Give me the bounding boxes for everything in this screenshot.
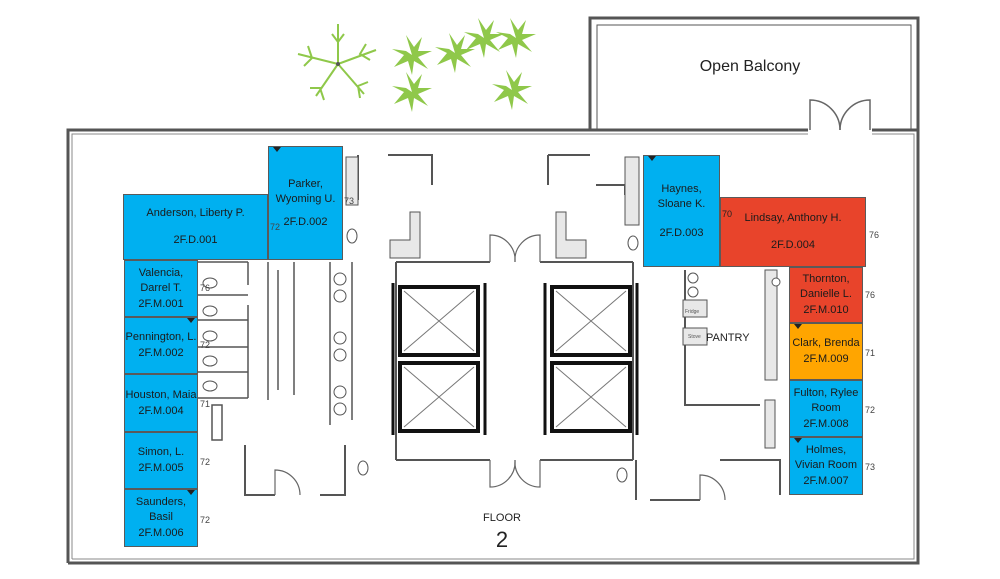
balcony-label: Open Balcony <box>699 58 801 75</box>
fridge-label: Fridge <box>685 309 700 315</box>
seat-count-saunders: 72 <box>200 515 211 525</box>
door-icon <box>274 234 726 501</box>
room-saunders[interactable]: Saunders, Basil 2F.M.006 <box>124 489 198 547</box>
marker-icon <box>187 318 195 323</box>
balcony-outline <box>588 16 920 130</box>
seat-count-houston: 71 <box>200 399 211 409</box>
toilet-icon <box>202 277 218 392</box>
marker-icon <box>273 147 281 152</box>
seat-count-haynes: 70 <box>722 209 733 219</box>
room-code: 2F.M.001 <box>138 297 184 310</box>
exterior-wall <box>66 128 920 565</box>
seat-count-lindsay: 76 <box>869 230 880 240</box>
elevator-icon <box>398 285 632 433</box>
floor-number: 2 <box>495 527 509 552</box>
room-name: Pennington, L. <box>125 331 197 343</box>
room-name: Fulton, Rylee Room <box>793 386 859 414</box>
desk-name: Parker, Wyoming U. <box>275 177 336 205</box>
seat-count-simon: 72 <box>200 457 211 467</box>
seat-count-thornton: 76 <box>865 290 876 300</box>
desk-lindsay[interactable]: Lindsay, Anthony H. 2F.D.004 <box>720 197 866 267</box>
room-name: Thornton, Danielle L. <box>800 273 852 300</box>
room-code: 2F.M.005 <box>138 462 184 474</box>
desk-name: Lindsay, Anthony H. <box>744 212 842 224</box>
sink-icon <box>333 228 639 483</box>
room-name: Clark, Brenda <box>792 337 860 349</box>
stove-label: Stove <box>688 334 701 340</box>
room-code: 2F.M.009 <box>803 353 849 365</box>
marker-icon <box>648 156 656 161</box>
room-code: 2F.M.008 <box>803 417 849 430</box>
seat-count-anderson: 72 <box>270 222 281 232</box>
room-code: 2F.M.010 <box>803 304 849 316</box>
marker-icon <box>794 324 802 329</box>
room-clark[interactable]: Clark, Brenda 2F.M.009 <box>789 323 863 380</box>
room-houston[interactable]: Houston, Maia 2F.M.004 <box>124 374 198 432</box>
room-name: Holmes, Vivian Room <box>794 444 858 471</box>
marker-icon <box>794 438 802 443</box>
room-code: 2F.M.007 <box>803 475 849 487</box>
room-valencia[interactable]: Valencia, Darrel T. 2F.M.001 <box>124 260 198 317</box>
balcony-door-icon <box>809 99 871 131</box>
tree-icon <box>297 24 377 101</box>
marker-icon <box>187 490 195 495</box>
desk-code: 2F.D.002 <box>283 215 328 228</box>
seat-count-parker: 73 <box>344 196 355 206</box>
room-name: Houston, Maia <box>125 388 197 401</box>
room-holmes[interactable]: Holmes, Vivian Room 2F.M.007 <box>789 437 863 495</box>
room-simon[interactable]: Simon, L. 2F.M.005 <box>124 432 198 489</box>
seat-count-valencia: 76 <box>200 283 211 293</box>
desk-anderson[interactable]: Anderson, Liberty P. 2F.D.001 <box>123 194 268 260</box>
pantry-label: PANTRY <box>706 332 750 344</box>
room-code: 2F.M.004 <box>138 404 184 417</box>
room-thornton[interactable]: Thornton, Danielle L. 2F.M.010 <box>789 267 863 323</box>
desk-name: Anderson, Liberty P. <box>146 207 245 219</box>
room-code: 2F.M.002 <box>138 347 184 359</box>
seat-count-clark: 71 <box>865 348 876 358</box>
room-code: 2F.M.006 <box>138 527 184 539</box>
stove-icon <box>687 272 781 298</box>
room-name: Saunders, Basil <box>135 496 187 523</box>
desk-parker[interactable]: Parker, Wyoming U. 2F.D.002 <box>268 146 343 260</box>
seat-count-fulton: 72 <box>865 405 876 415</box>
desk-code: 2F.D.001 <box>173 234 218 246</box>
room-name: Valencia, Darrel T. <box>138 266 184 294</box>
plant-icon <box>392 18 536 112</box>
room-name: Simon, L. <box>137 446 185 458</box>
desk-name: Haynes, Sloane K. <box>657 182 706 210</box>
desk-code: 2F.D.003 <box>659 226 704 239</box>
desk-haynes[interactable]: Haynes, Sloane K. 2F.D.003 <box>643 155 720 267</box>
seat-count-pennington: 72 <box>200 340 211 350</box>
counter <box>345 156 778 449</box>
restroom-stalls <box>198 261 353 441</box>
room-pennington[interactable]: Pennington, L. 2F.M.002 <box>124 317 198 374</box>
room-fulton[interactable]: Fulton, Rylee Room 2F.M.008 <box>789 380 863 437</box>
desk-code: 2F.D.004 <box>770 239 816 251</box>
seat-count-holmes: 73 <box>865 462 876 472</box>
floor-label: FLOOR <box>483 512 521 524</box>
